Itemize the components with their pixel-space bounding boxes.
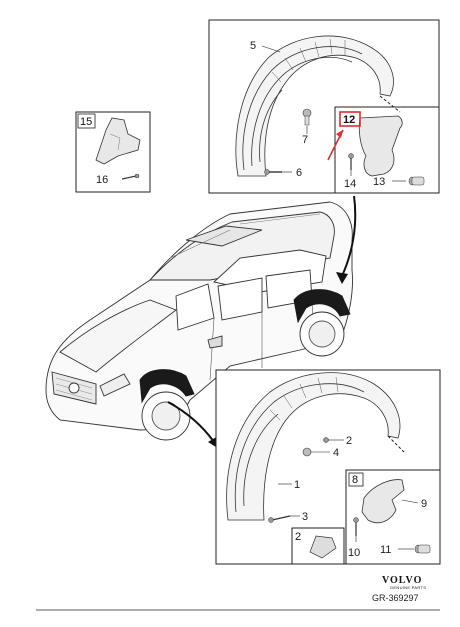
callout-12: 12: [343, 114, 355, 126]
leaders-bottom: [278, 439, 419, 550]
plug-11: [414, 544, 431, 554]
plug-13: [408, 176, 425, 186]
callout-1: 1: [294, 479, 300, 491]
front-mudflap: [95, 117, 141, 165]
callout-13: 13: [373, 176, 385, 188]
callout-8: 8: [352, 474, 358, 486]
mudflap-subbox: [334, 106, 440, 194]
front-liner-ribs: [269, 376, 339, 421]
highlight-box-12: [339, 111, 361, 127]
clip-4: [302, 447, 312, 457]
label-box-15: [77, 113, 96, 129]
liner-ribs: [271, 38, 346, 83]
callout-6: 6: [296, 167, 302, 179]
part-2-bracket: [309, 535, 337, 559]
clip-2: [323, 437, 329, 443]
part-2-box: [291, 527, 345, 565]
callout-9: 9: [421, 498, 427, 510]
callout-15: 15: [80, 116, 92, 128]
dashed-leader: [379, 95, 401, 113]
front-liner-inset: 1 2 3 4 8 9 10 11 2: [215, 369, 441, 565]
label-box-8: [348, 472, 364, 487]
screw-3: [268, 515, 291, 523]
callout-4: 4: [333, 447, 339, 459]
front-mudflap-inset: 15 16: [75, 111, 151, 193]
screw-6: [264, 169, 282, 175]
callout-11: 11: [380, 544, 391, 556]
leaders-top: [261, 45, 406, 182]
rear-mudflap: [358, 115, 403, 177]
callout-2: 2: [346, 435, 352, 447]
volvo-logo: VOLVO: [382, 575, 422, 586]
rear-wheel-arch-liner: [235, 35, 394, 177]
screw-10: [353, 517, 359, 536]
highlight-arrow-head: [336, 130, 343, 138]
front-wheel-arch-liner: [226, 372, 401, 521]
genuine-parts-label: GENUINE PARTS: [390, 585, 426, 590]
callout-14: 14: [344, 178, 356, 190]
reference-code: GR-369297: [372, 593, 419, 603]
callout-10: 10: [348, 547, 360, 559]
brand-block: VOLVO GENUINE PARTS GR-369297: [372, 575, 426, 603]
callout-2-box: 2: [295, 531, 301, 543]
rear-liner-inset: 5 6 7 12 13 14: [208, 19, 440, 194]
pointer-arrows: [167, 195, 357, 449]
screw-16: [121, 173, 140, 180]
callout-16: 16: [96, 174, 108, 186]
screw-14: [348, 153, 354, 170]
front-mudflap-subbox: [345, 469, 441, 565]
car-illustration: [45, 201, 353, 441]
clip-7: [302, 108, 312, 126]
front-mudflap-9: [361, 479, 405, 524]
callout-5: 5: [250, 40, 256, 52]
callout-7: 7: [302, 134, 308, 146]
callout-3: 3: [302, 511, 308, 523]
